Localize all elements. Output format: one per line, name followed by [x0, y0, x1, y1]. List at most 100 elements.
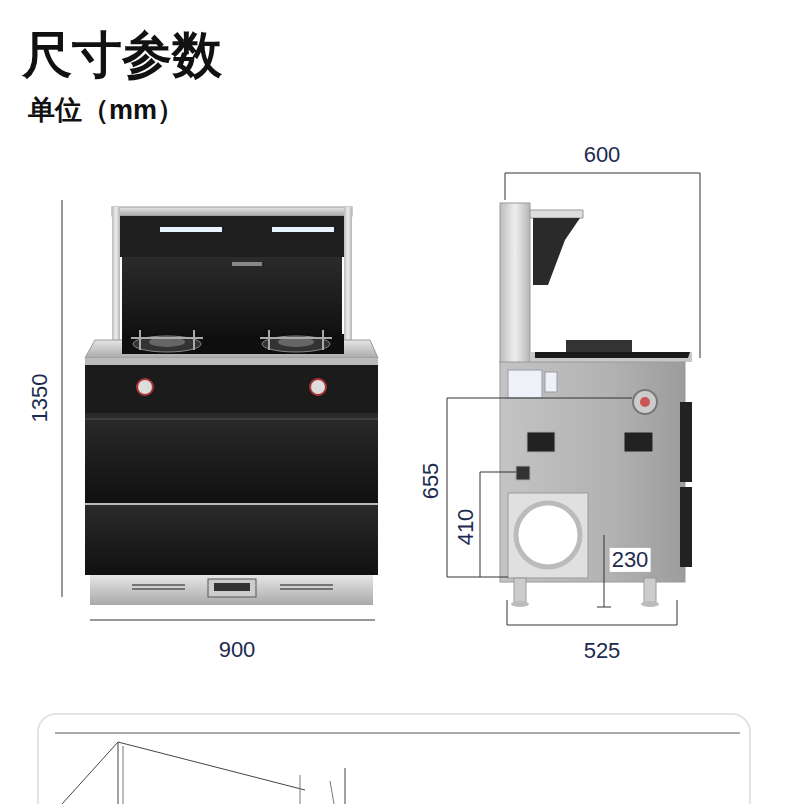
front-view-part — [112, 207, 120, 342]
burner-part — [322, 330, 324, 350]
front-view-part — [137, 379, 153, 395]
front-view-part — [85, 358, 378, 365]
side-view-part — [644, 578, 656, 603]
side-view-part — [633, 390, 657, 414]
lower-panel-part — [123, 746, 124, 804]
dimension-lines-part — [677, 600, 678, 625]
front-view-part — [112, 207, 352, 216]
burner — [131, 330, 203, 352]
front-view-part — [208, 579, 256, 597]
unit-note: 单位（mm） — [28, 96, 184, 126]
dimension-lines-part — [604, 535, 605, 607]
front-view-part — [85, 505, 378, 575]
page-title: 尺寸参数 — [22, 28, 222, 83]
front-view-part-part — [132, 588, 185, 590]
side-view-part — [533, 218, 580, 285]
burner-part — [268, 330, 270, 350]
front-view-part — [122, 334, 344, 354]
dimension-lines-part — [447, 398, 448, 577]
dimension-lines-part — [62, 200, 63, 597]
burner — [260, 330, 332, 352]
side-view-part — [535, 352, 690, 358]
side-view-part — [680, 487, 692, 567]
dimension-lines-part — [480, 472, 481, 577]
side-view-part — [530, 352, 692, 362]
lower-panel-part — [345, 768, 346, 804]
burner-part — [260, 337, 332, 339]
side-view-part — [516, 466, 530, 480]
side-view-part — [545, 372, 557, 392]
dimension-lines-part — [700, 173, 701, 358]
dimension-label: 1350 — [28, 372, 52, 425]
front-view-part — [85, 419, 378, 420]
side-view — [500, 203, 692, 607]
lower-panel-part — [62, 742, 305, 804]
side-view-part — [640, 397, 650, 407]
dimension-label: 600 — [582, 143, 623, 167]
front-view — [85, 207, 378, 605]
front-view-part — [344, 207, 352, 342]
dimension-label: 525 — [582, 639, 623, 663]
dimension-lines — [62, 173, 700, 625]
front-view-part — [310, 379, 326, 395]
front-view-part — [118, 216, 346, 257]
side-view-part — [680, 402, 692, 482]
label-holder: 525 — [582, 639, 623, 663]
label-holder: 1350 — [28, 372, 52, 425]
side-view-part — [530, 210, 583, 218]
front-view-part — [160, 227, 222, 232]
label-holder: 900 — [217, 638, 258, 662]
dimension-label: 655 — [419, 461, 443, 502]
front-view-part-part — [280, 584, 333, 586]
burner-part — [131, 337, 203, 339]
dimension-lines-part — [507, 600, 508, 625]
front-view-part — [85, 504, 378, 505]
front-view-part-part — [280, 588, 333, 590]
dimension-lines-part — [507, 625, 677, 626]
dimension-label: 410 — [454, 507, 478, 548]
title-holder: 尺寸参数 — [22, 28, 222, 83]
side-view-part — [508, 370, 542, 398]
side-view-part — [511, 601, 529, 607]
side-view-part — [500, 203, 530, 363]
side-view-part — [508, 493, 588, 578]
front-view-part — [214, 583, 250, 591]
lower-panel-part — [330, 781, 334, 804]
front-view-part — [122, 257, 342, 337]
label-holder: 600 — [582, 143, 623, 167]
lower-panel-part — [118, 742, 119, 804]
front-view-part-part — [132, 584, 185, 586]
dimension-lines-part — [447, 577, 508, 578]
front-view-part — [272, 227, 334, 232]
burner-part — [139, 330, 141, 350]
front-view-part — [85, 365, 378, 413]
dimension-lines-part — [480, 472, 516, 473]
side-view-part — [641, 601, 659, 607]
dimension-lines-part — [597, 607, 611, 608]
side-view-part — [527, 432, 555, 452]
side-view-part — [516, 503, 580, 567]
dimension-label: 900 — [217, 638, 258, 662]
lower-panel — [38, 714, 750, 804]
side-view-part — [566, 340, 632, 352]
label-holder: 230 — [610, 548, 651, 572]
burner-part — [193, 330, 195, 350]
side-view-part — [500, 362, 685, 582]
front-view-part — [232, 262, 262, 266]
label-holder: 单位（mm） — [28, 96, 184, 126]
front-view-part — [85, 413, 378, 503]
dimension-lines-part — [505, 173, 506, 200]
label-holder: 655 — [419, 461, 443, 502]
lower-panel-part — [38, 714, 750, 804]
side-view-part — [514, 578, 526, 603]
front-view-part — [90, 575, 373, 605]
lower-panel-part — [55, 733, 740, 734]
dimension-lines-part — [505, 173, 700, 174]
dimension-lines-part — [447, 398, 632, 399]
dimension-label: 230 — [610, 548, 651, 572]
lower-panel-part — [300, 775, 301, 804]
label-holder: 410 — [454, 507, 478, 548]
dimension-lines-part — [90, 620, 375, 621]
side-view-part — [624, 432, 653, 452]
